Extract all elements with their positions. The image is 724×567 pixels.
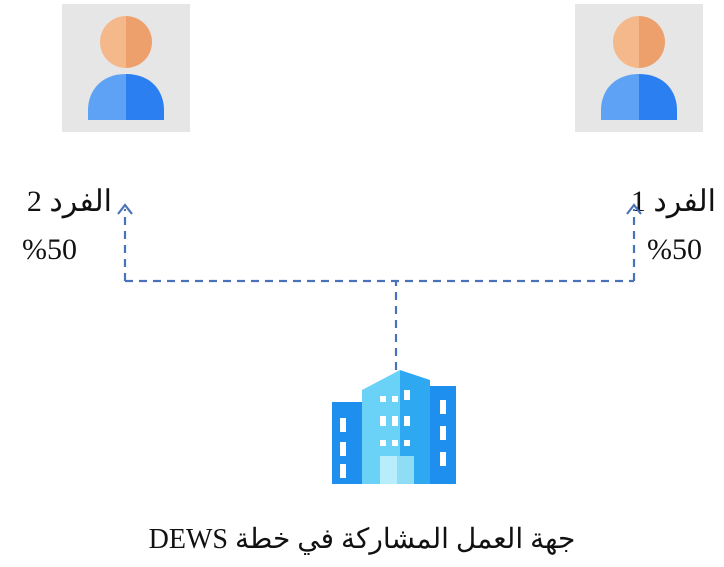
- arrowhead-individual-2: [117, 203, 133, 215]
- individual-2-share: %50: [22, 233, 77, 266]
- arrowhead-individual-1: [626, 203, 642, 215]
- person-avatar-icon: [601, 16, 677, 120]
- person-avatar-icon: [88, 16, 164, 120]
- individual-1-share: %50: [647, 233, 702, 266]
- office-building-icon: [332, 370, 456, 484]
- individual-1-name: الفرد 1: [630, 185, 716, 218]
- individual-1-avatar: [575, 4, 703, 132]
- individual-2-avatar: [62, 4, 190, 132]
- entity-caption: جهة العمل المشاركة في خطة DEWS: [148, 524, 576, 555]
- individual-2-name: الفرد 2: [26, 185, 112, 218]
